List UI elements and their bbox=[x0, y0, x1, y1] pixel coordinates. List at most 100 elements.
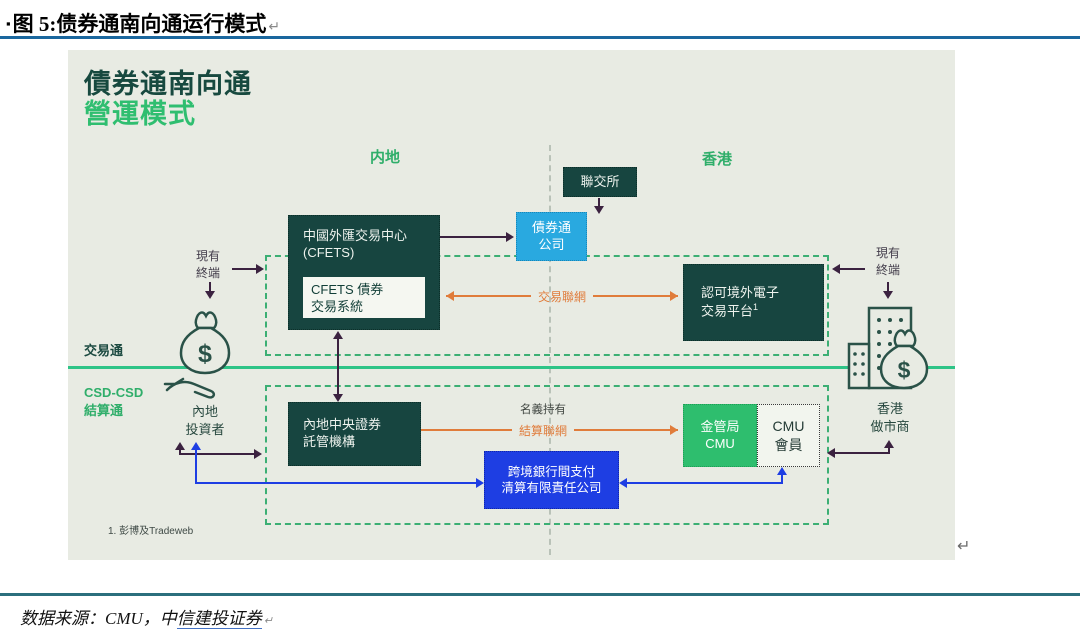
hk-marketmaker-label: 香港 做市商 bbox=[858, 400, 922, 435]
arrow-terminal-right-down-line bbox=[887, 282, 889, 292]
node-cmu-member-line1: CMU bbox=[772, 418, 805, 435]
trade-link-connector: 交易聯網 bbox=[446, 288, 679, 304]
footer-divider-line bbox=[0, 593, 1080, 596]
source-prefix: 数据来源：CMU，中 bbox=[20, 609, 177, 628]
settle-link-right-arrow bbox=[574, 425, 679, 435]
figure-title: ▪图 5:债券通南向通运行模式↵ bbox=[6, 8, 280, 38]
terminal-label-right: 現有 終端 bbox=[866, 245, 910, 279]
settle-link-connector: 結算聯網 bbox=[408, 422, 679, 438]
mainland-hk-divider-line bbox=[549, 145, 551, 555]
diagram-footnote: 1. 彭博及Tradeweb bbox=[108, 526, 194, 537]
trade-channel-label: 交易通 bbox=[84, 343, 124, 358]
arrow-into-cips-left-head bbox=[476, 478, 484, 488]
dollar-sign: $ bbox=[198, 340, 212, 368]
mainland-investor-label: 內地 投資者 bbox=[173, 403, 237, 438]
node-offshore-etp: 認可境外電子 交易平台1 bbox=[683, 264, 824, 341]
arrow-investor-region-up-head bbox=[175, 442, 185, 450]
arrow-into-cips-right-head bbox=[619, 478, 627, 488]
arrow-cfets-to-bcco-line bbox=[440, 236, 506, 238]
node-cips-line1: 跨境銀行間支付 bbox=[507, 464, 596, 479]
trade-link-right-arrow bbox=[593, 291, 679, 301]
return-mark-icon: ↵ bbox=[957, 538, 971, 555]
arrow-terminal-left-head bbox=[256, 264, 264, 274]
trade-link-left-arrow bbox=[446, 291, 531, 301]
return-mark-icon: ↵ bbox=[268, 20, 281, 35]
diagram-title-line2: 營運模式 bbox=[84, 99, 196, 129]
hk-marketmaker-line1: 香港 bbox=[876, 401, 903, 416]
figure-title-text: 图 5:债券通南向通运行模式 bbox=[12, 12, 267, 36]
bond-connect-diagram: 債券通南向通 營運模式 内地 香港 bbox=[68, 50, 955, 560]
arrow-cips-investor-up-head bbox=[191, 442, 201, 450]
mainland-investor-line2: 投資者 bbox=[185, 421, 225, 437]
arrow-terminal-left-down-head bbox=[205, 291, 215, 299]
arrow-investor-region-vline bbox=[179, 449, 181, 455]
arrow-cips-investor-vline bbox=[195, 450, 197, 484]
arrow-cips-cmu-vline bbox=[781, 474, 783, 484]
node-etp-line2: 交易平台1 bbox=[701, 301, 759, 319]
node-cfets-sys-line2: 交易系統 bbox=[311, 298, 364, 314]
node-csdc-line2: 託管機構 bbox=[303, 433, 356, 449]
source-link[interactable]: 信建投证券 bbox=[176, 609, 262, 629]
node-hkex-label: 聯交所 bbox=[580, 173, 620, 189]
trade-link-label: 交易聯網 bbox=[538, 289, 587, 304]
arrow-hkex-to-bcco-head bbox=[594, 206, 604, 214]
node-cfets-line1: 中國外匯交易中心 bbox=[303, 228, 408, 243]
dollar-sign: $ bbox=[898, 357, 911, 383]
arrow-terminal-right-line bbox=[840, 268, 865, 270]
csd-settle-channel-label: CSD-CSD 結算通 bbox=[84, 384, 143, 419]
node-bcco-line1: 債券通 bbox=[531, 219, 571, 235]
arrow-terminal-left-down-line bbox=[209, 282, 211, 292]
node-hkma-cmu: 金管局 CMU bbox=[683, 404, 757, 467]
terminal-label-left: 現有 終端 bbox=[186, 248, 230, 282]
node-cmu-member: CMU 會員 bbox=[757, 404, 820, 467]
node-bond-connect-company: 債券通 公司 bbox=[516, 212, 587, 261]
arrow-marketmaker-region-hline bbox=[834, 452, 890, 454]
terminal-right-line1: 現有 bbox=[875, 246, 900, 260]
arrow-cfets-csdc-line bbox=[337, 338, 339, 395]
footnote-ref: 1 bbox=[753, 301, 759, 312]
node-hkma-line1: 金管局 bbox=[700, 418, 740, 434]
trade-settle-divider-line bbox=[68, 366, 955, 369]
hk-marketmaker-line2: 做市商 bbox=[870, 418, 910, 434]
mainland-investor-line1: 內地 bbox=[191, 404, 218, 419]
node-etp-line1: 認可境外電子 bbox=[701, 285, 780, 300]
arrow-cfets-to-bcco-head bbox=[506, 232, 514, 242]
header-divider-line bbox=[0, 36, 1080, 39]
arrow-cips-cmu-hline bbox=[627, 482, 783, 484]
node-cfets-sys-line1: CFETS 債券 bbox=[311, 282, 384, 297]
terminal-left-line1: 現有 bbox=[195, 249, 220, 263]
arrow-terminal-left-line bbox=[232, 268, 256, 270]
arrow-marketmaker-region-vline bbox=[888, 447, 890, 454]
csd-line1: CSD-CSD bbox=[84, 385, 144, 400]
arrow-cips-investor-hline bbox=[195, 482, 477, 484]
region-label-mainland: 内地 bbox=[370, 149, 401, 166]
node-cmu-member-line2: 會員 bbox=[774, 436, 803, 453]
arrow-cfets-csdc-up-head bbox=[333, 331, 343, 339]
terminal-left-line2: 終端 bbox=[195, 265, 220, 280]
nominal-holding-label: 名義持有 bbox=[520, 404, 566, 416]
csd-line2: 結算通 bbox=[84, 402, 124, 418]
data-source-line: 数据来源：CMU，中信建投证券↵ bbox=[20, 604, 273, 629]
arrow-marketmaker-region-left-head bbox=[827, 448, 835, 458]
return-mark-icon: ↵ bbox=[263, 615, 273, 627]
arrow-hkex-to-bcco-line bbox=[598, 198, 600, 207]
settle-link-label: 結算聯網 bbox=[519, 423, 568, 438]
arrow-investor-region-right-head bbox=[254, 449, 262, 459]
terminal-right-line2: 終端 bbox=[875, 262, 900, 277]
arrow-investor-region-hline bbox=[179, 453, 255, 455]
arrow-terminal-right-head bbox=[832, 264, 840, 274]
arrow-terminal-right-down-head bbox=[883, 291, 893, 299]
arrow-cfets-csdc-down-head bbox=[333, 394, 343, 402]
node-cips-line2: 清算有限責任公司 bbox=[501, 481, 602, 495]
node-bcco-line2: 公司 bbox=[538, 236, 565, 252]
arrow-marketmaker-region-up-head bbox=[884, 440, 894, 448]
building-money-bag-icon: $ bbox=[847, 306, 929, 390]
arrow-into-cmu-member-head bbox=[777, 467, 787, 475]
diagram-title-line1: 債券通南向通 bbox=[84, 69, 252, 99]
settle-link-left-arrow bbox=[408, 425, 512, 435]
node-csdc-line1: 內地中央證券 bbox=[303, 417, 382, 432]
node-cfets-line2: (CFETS) bbox=[303, 244, 355, 260]
region-label-hongkong: 香港 bbox=[702, 151, 733, 168]
node-hkma-line2: CMU bbox=[705, 435, 735, 451]
